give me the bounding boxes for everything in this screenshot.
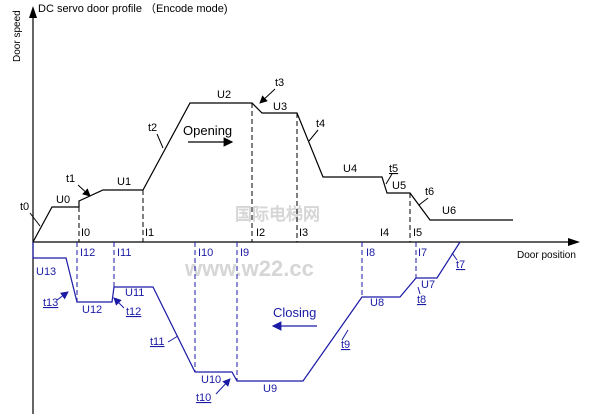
leader-t10 — [215, 378, 231, 395]
time-label-t4: t4 — [316, 118, 325, 130]
closing-speed-curve — [32, 241, 461, 382]
position-label-i0: I0 — [81, 227, 90, 239]
speed-label-u13: U13 — [36, 266, 56, 278]
position-label-i10: I10 — [198, 247, 213, 259]
speed-label-u3: U3 — [273, 101, 287, 113]
leader-t0 — [29, 212, 41, 227]
speed-label-u9: U9 — [263, 383, 277, 395]
speed-label-u2: U2 — [217, 89, 231, 101]
speed-label-u4: U4 — [343, 163, 357, 175]
leader-t3 — [259, 88, 276, 104]
y-axis-arrow-icon — [29, 6, 37, 18]
x-axis-arrow-icon — [568, 238, 580, 246]
position-label-i1: I1 — [145, 227, 154, 239]
y-axis-label: Door speed — [12, 10, 23, 62]
time-label-t1: t1 — [66, 173, 75, 185]
time-label-t10: t10 — [196, 392, 211, 404]
time-label-t9: t9 — [341, 339, 350, 351]
time-label-t7: t7 — [456, 259, 465, 271]
closing-speed-labels: U7 U8 U9 U10 U11 U12 U13 — [36, 266, 435, 395]
speed-label-u12: U12 — [82, 304, 102, 316]
time-label-t2: t2 — [148, 122, 157, 134]
opening-speed-labels: U0 U1 U2 U3 U4 U5 U6 — [56, 89, 456, 217]
leader-t2 — [156, 133, 164, 149]
opening-label: Opening — [183, 123, 232, 138]
speed-label-u1: U1 — [117, 176, 131, 188]
closing-position-markers — [76, 242, 417, 381]
position-label-i11: I11 — [117, 247, 131, 259]
leader-t4 — [308, 129, 319, 142]
closing-time-labels: t7 t8 t9 t10 t11 t12 t13 — [43, 252, 465, 404]
leader-t8 — [417, 286, 421, 295]
time-label-t13: t13 — [43, 297, 58, 309]
x-axis-label: Door position — [517, 250, 576, 261]
speed-label-u11: U11 — [125, 287, 144, 299]
position-label-i5: I5 — [413, 227, 422, 239]
position-label-i4: I4 — [380, 227, 389, 239]
leader-t12 — [113, 297, 125, 309]
position-label-i3: I3 — [299, 227, 308, 239]
leader-t6 — [418, 197, 429, 206]
time-label-t0: t0 — [20, 201, 29, 213]
position-label-i7: I7 — [418, 247, 427, 259]
closing-position-labels: I7 I8 I9 I10 I11 I12 — [80, 247, 427, 259]
time-label-t3: t3 — [275, 77, 284, 89]
position-label-i9: I9 — [240, 247, 249, 259]
diagram-title: DC servo door profile （Encode mode) — [38, 2, 228, 15]
time-label-t11: t11 — [150, 336, 164, 348]
opening-time-labels: t0 t1 t2 t3 t4 t5 t6 — [20, 77, 434, 227]
speed-label-u8: U8 — [370, 297, 384, 309]
speed-label-u7: U7 — [421, 279, 435, 291]
leader-t5 — [385, 173, 393, 185]
leader-t13 — [56, 291, 69, 301]
watermark-url: www.w22.cc — [184, 256, 314, 281]
closing-label: Closing — [273, 305, 316, 320]
opening-position-labels: I0 I1 I2 I3 I4 I5 — [81, 227, 422, 239]
opening-speed-curve — [32, 102, 513, 243]
speed-label-u5: U5 — [392, 180, 406, 192]
leader-t7 — [451, 252, 458, 261]
leader-t11 — [167, 335, 179, 343]
time-label-t8: t8 — [417, 294, 426, 306]
watermark-cn: 国际电梯网 — [235, 204, 320, 224]
position-label-i8: I8 — [366, 247, 375, 259]
time-label-t12: t12 — [126, 306, 141, 318]
position-label-i2: I2 — [256, 227, 265, 239]
opening-position-markers — [78, 103, 411, 242]
position-label-i12: I12 — [80, 247, 95, 259]
leader-t9 — [341, 329, 349, 341]
leader-t1 — [77, 184, 91, 197]
time-label-t5: t5 — [389, 163, 398, 175]
speed-label-u0: U0 — [56, 194, 70, 206]
speed-label-u10: U10 — [201, 374, 221, 386]
speed-label-u6: U6 — [442, 205, 456, 217]
time-label-t6: t6 — [425, 186, 434, 198]
